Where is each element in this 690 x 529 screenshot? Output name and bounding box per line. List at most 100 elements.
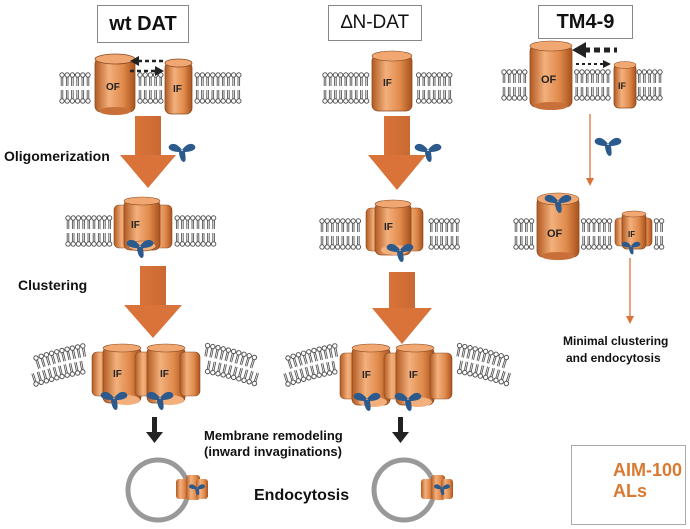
lipid bbox=[433, 235, 440, 250]
tm-small-oligomer bbox=[614, 210, 653, 250]
lipid bbox=[511, 86, 518, 101]
lipid bbox=[324, 235, 330, 250]
tm-if-label: IF bbox=[618, 81, 627, 91]
lipid bbox=[421, 72, 427, 87]
lipid bbox=[579, 69, 585, 84]
lipid bbox=[200, 232, 206, 247]
lipid bbox=[447, 72, 453, 87]
legend-line-2: ALs bbox=[613, 481, 648, 501]
lipid bbox=[586, 218, 592, 233]
lipid bbox=[195, 215, 201, 230]
lipid bbox=[334, 218, 341, 233]
legend-line-1: AIM-100 bbox=[613, 460, 683, 480]
lipid bbox=[454, 342, 463, 358]
lipid bbox=[636, 86, 642, 101]
lipid bbox=[449, 235, 455, 250]
lipid bbox=[324, 218, 330, 233]
lipid bbox=[210, 89, 216, 104]
lipid bbox=[179, 232, 186, 247]
wt-ligand-free bbox=[168, 143, 196, 162]
lipid bbox=[657, 69, 663, 84]
tm-of-label: OF bbox=[541, 74, 557, 86]
dn-vesicle bbox=[371, 457, 453, 523]
lipid bbox=[641, 86, 648, 101]
tm-ligand-free bbox=[594, 137, 622, 156]
column-title-dn-dat: ∆N-DAT bbox=[328, 5, 422, 41]
lipid bbox=[441, 72, 448, 87]
lipid bbox=[428, 235, 434, 250]
dn-cluster bbox=[339, 343, 453, 407]
lipid bbox=[589, 69, 596, 84]
lipid bbox=[345, 218, 351, 233]
lipid bbox=[516, 86, 523, 101]
column-title-tm4-9: TM4-9 bbox=[538, 5, 633, 39]
lipid bbox=[444, 235, 450, 250]
lipid bbox=[415, 72, 422, 87]
lipid bbox=[210, 215, 217, 230]
lipid bbox=[523, 235, 530, 250]
lipid bbox=[606, 235, 613, 250]
lipid bbox=[96, 232, 102, 247]
lipid bbox=[75, 232, 82, 247]
wt-equilibrium-arrows bbox=[130, 56, 164, 76]
lipid bbox=[433, 218, 440, 233]
lipid bbox=[80, 89, 86, 104]
lipid bbox=[215, 72, 221, 87]
lipid bbox=[438, 218, 445, 233]
lipid bbox=[319, 235, 325, 250]
lipid bbox=[600, 86, 606, 101]
lipid bbox=[506, 69, 512, 84]
lipid bbox=[86, 215, 92, 230]
lipid bbox=[426, 72, 432, 87]
lipid bbox=[85, 89, 91, 104]
lipid bbox=[106, 232, 113, 247]
lipid bbox=[589, 86, 596, 101]
lipid bbox=[59, 89, 65, 104]
lipid bbox=[220, 72, 226, 87]
lipid bbox=[646, 69, 653, 84]
lipid bbox=[513, 218, 519, 233]
lipid bbox=[428, 218, 434, 233]
lipid bbox=[503, 371, 513, 387]
lipid bbox=[579, 86, 585, 101]
lipid bbox=[363, 72, 370, 87]
lipid bbox=[70, 232, 76, 247]
lipid bbox=[137, 72, 143, 87]
lipid bbox=[74, 89, 81, 104]
lipid bbox=[65, 215, 71, 230]
dn-if-transporter bbox=[371, 50, 413, 112]
lipid bbox=[358, 89, 365, 104]
lipid bbox=[205, 215, 212, 230]
dn-cluster-label-2: IF bbox=[409, 370, 418, 381]
lipid bbox=[658, 218, 665, 233]
lipid bbox=[415, 89, 422, 104]
lipid bbox=[179, 215, 186, 230]
lipid bbox=[454, 218, 460, 233]
lipid bbox=[332, 89, 339, 104]
lipid bbox=[184, 215, 191, 230]
lipid bbox=[511, 69, 518, 84]
lipid bbox=[600, 69, 606, 84]
lipid bbox=[641, 69, 648, 84]
lipid bbox=[594, 86, 601, 101]
column-title-wt-dat: wt DAT bbox=[97, 5, 189, 43]
wt-if-transporter bbox=[164, 58, 193, 115]
wt-cluster-label-2: IF bbox=[160, 369, 169, 380]
label-minimal-clustering: Minimal clustering bbox=[563, 334, 669, 348]
lipid bbox=[142, 72, 148, 87]
lipid bbox=[501, 69, 507, 84]
lipid bbox=[101, 232, 108, 247]
lipid bbox=[329, 218, 336, 233]
lipid bbox=[438, 235, 445, 250]
lipid bbox=[652, 69, 658, 84]
lipid bbox=[646, 86, 653, 101]
wt-if-label: IF bbox=[173, 84, 182, 95]
lipid bbox=[80, 232, 87, 247]
lipid bbox=[236, 89, 242, 104]
lipid bbox=[431, 72, 437, 87]
label-oligomerization: Oligomerization bbox=[4, 148, 110, 164]
lipid bbox=[329, 235, 336, 250]
lipid bbox=[441, 89, 448, 104]
lipid bbox=[194, 72, 200, 87]
